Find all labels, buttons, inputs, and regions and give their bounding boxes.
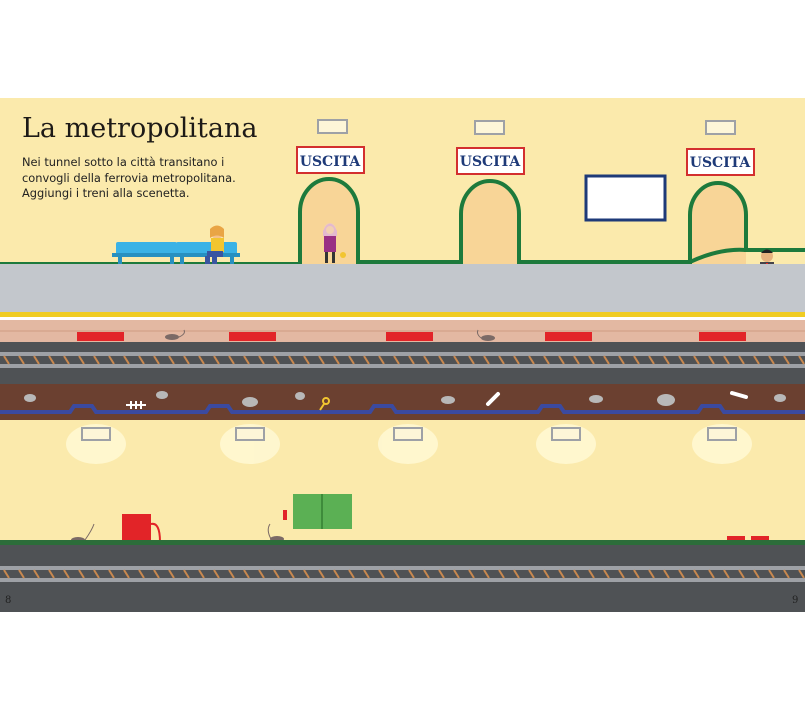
arch-3 <box>688 181 748 266</box>
red-bumpers <box>77 332 746 341</box>
upper-sleepers <box>3 355 805 365</box>
ceiling-lamp-1 <box>317 119 348 134</box>
fishbone-icon <box>126 401 146 409</box>
exit-sign-2-label: USCITA <box>460 154 522 170</box>
underground-soil <box>0 384 805 420</box>
station-wall <box>0 98 805 266</box>
tunnel-bumpers <box>727 536 769 543</box>
platform-edge <box>0 317 805 320</box>
brick-wall <box>0 320 805 342</box>
platform-floor <box>0 264 805 312</box>
safety-line <box>0 312 805 317</box>
blank-billboard <box>584 174 667 222</box>
red-junction-box <box>122 514 161 543</box>
exit-sign-3-label: USCITA <box>690 155 752 171</box>
mouse-icon <box>165 329 185 340</box>
tunnel-ledge <box>0 540 805 545</box>
green-doors <box>283 494 352 529</box>
ceiling-lamp-2 <box>474 120 505 135</box>
ceiling-lamp-3 <box>705 120 736 135</box>
woman-on-bench <box>205 225 224 270</box>
bone-icon <box>486 392 500 406</box>
arch-2 <box>459 179 521 266</box>
lamp-icon <box>81 427 737 441</box>
page-number-left: 8 <box>5 595 12 606</box>
page-title: La metropolitana <box>22 113 258 144</box>
page-number-right: 9 <box>792 595 799 606</box>
lower-sleepers <box>3 569 805 579</box>
mouse-icon <box>476 329 495 341</box>
arch-1 <box>298 177 360 266</box>
lower-track <box>0 545 805 612</box>
key-icon <box>319 397 330 411</box>
upper-track <box>0 342 805 384</box>
bone-icon <box>730 391 748 399</box>
exit-sign-1: USCITA <box>296 146 365 174</box>
exit-sign-2: USCITA <box>456 147 525 175</box>
exit-sign-1-label: USCITA <box>300 154 362 170</box>
intro-text: Nei tunnel sotto la città transitano i c… <box>22 155 236 200</box>
exit-sign-3: USCITA <box>686 148 755 176</box>
girl-with-headscarf <box>323 223 346 263</box>
